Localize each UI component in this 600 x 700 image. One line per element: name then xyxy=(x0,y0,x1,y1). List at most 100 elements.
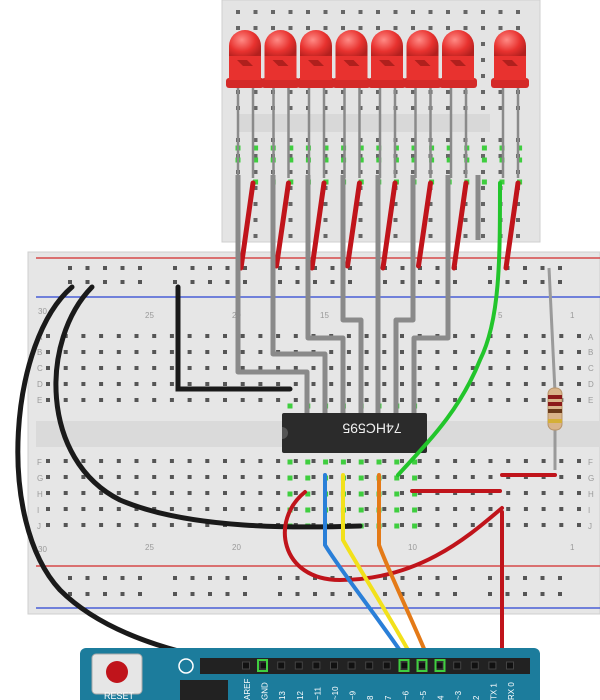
breadboard-hole xyxy=(240,398,245,402)
breadboard-hole xyxy=(329,475,334,479)
connected-hole xyxy=(412,523,418,529)
gray-wire-1 xyxy=(235,175,310,420)
led-board-hole xyxy=(323,106,328,110)
connected-hole xyxy=(340,459,346,465)
arduino-pin[interactable] xyxy=(453,661,462,670)
led-board-hole xyxy=(253,154,258,158)
breadboard-hole xyxy=(364,491,369,495)
breadboard-hole xyxy=(116,475,121,479)
led-board-hole xyxy=(481,58,485,62)
arduino-pin-label: GND xyxy=(261,682,270,700)
arduino-pin[interactable] xyxy=(365,661,374,670)
power-rail-hole xyxy=(103,266,107,270)
arduino-pin[interactable] xyxy=(488,661,497,670)
led-board-hole xyxy=(446,138,450,142)
breadboard-hole xyxy=(488,366,493,370)
connected-hole xyxy=(358,491,364,497)
power-rail-hole xyxy=(208,592,212,596)
breadboard-hole xyxy=(417,475,422,479)
connected-hole xyxy=(358,475,364,481)
connected-hole xyxy=(305,459,311,465)
gray-wire-4 xyxy=(340,175,364,420)
breadboard-hole xyxy=(470,350,475,354)
reset-button[interactable] xyxy=(106,661,128,683)
breadboard-hole xyxy=(152,350,157,354)
arduino-pin[interactable] xyxy=(470,661,479,670)
power-rail-hole xyxy=(190,266,195,270)
col-1-bottom: 1 xyxy=(570,543,575,552)
led-board-hole xyxy=(428,218,433,222)
arduino-pin[interactable] xyxy=(400,661,409,670)
led-board-hole xyxy=(463,234,468,238)
breadboard-hole xyxy=(116,507,121,511)
led-board-hole xyxy=(481,90,485,94)
breadboard-hole xyxy=(63,491,68,495)
breadboard-hole xyxy=(364,475,369,479)
power-rail-hole xyxy=(295,576,300,580)
breadboard-hole xyxy=(346,507,351,511)
breadboard-hole xyxy=(346,366,351,370)
breadboard-hole xyxy=(134,382,139,386)
breadboard-hole xyxy=(577,491,581,495)
power-rail-hole xyxy=(173,266,177,270)
led-board-hole xyxy=(358,218,363,222)
breadboard-hole xyxy=(81,350,86,354)
breadboard-hole xyxy=(99,459,104,463)
breadboard-hole xyxy=(559,366,564,370)
breadboard-hole xyxy=(205,382,210,386)
led-board-hole xyxy=(393,234,398,238)
breadboard-hole xyxy=(311,382,316,386)
led-board-hole xyxy=(481,26,485,30)
arduino-pin[interactable] xyxy=(347,661,356,670)
breadboard-hole xyxy=(470,507,475,511)
breadboard-hole xyxy=(81,459,86,463)
breadboard-hole xyxy=(81,334,86,338)
breadboard-hole xyxy=(46,398,50,402)
breadboard-hole xyxy=(506,350,511,354)
power-rail-hole xyxy=(278,576,282,580)
power-rail-hole xyxy=(173,592,177,596)
breadboard-hole xyxy=(382,334,387,338)
breadboard-hole xyxy=(382,366,387,370)
arduino-pin[interactable] xyxy=(506,661,514,670)
led-board-hole xyxy=(288,218,293,222)
power-rail-hole xyxy=(488,266,492,270)
connected-hole xyxy=(394,507,400,513)
breadboard-hole xyxy=(364,334,369,338)
arduino-pin[interactable] xyxy=(312,661,321,670)
power-rail-hole xyxy=(190,280,195,284)
breadboard-hole xyxy=(187,350,192,354)
breadboard-hole xyxy=(541,459,546,463)
breadboard-hole xyxy=(46,475,50,479)
power-rail-hole xyxy=(85,280,90,284)
breadboard-hole xyxy=(276,382,281,386)
led-red-wire xyxy=(274,180,291,269)
power-rail-hole xyxy=(540,576,545,580)
power-rail-hole xyxy=(418,592,422,596)
breadboard-hole xyxy=(400,398,404,402)
arduino-pin[interactable] xyxy=(330,661,338,670)
arduino-pin[interactable] xyxy=(277,661,286,670)
breadboard-hole xyxy=(577,334,581,338)
arduino-pin[interactable] xyxy=(435,661,444,670)
breadboard-hole xyxy=(470,334,475,338)
breadboard-hole xyxy=(435,382,440,386)
power-rail-hole xyxy=(120,576,125,580)
arduino-pin[interactable] xyxy=(242,661,250,670)
led-board-hole xyxy=(376,106,380,110)
breadboard-hole xyxy=(116,366,121,370)
breadboard-hole xyxy=(169,382,174,386)
connected-hole xyxy=(412,491,418,497)
breadboard-hole xyxy=(559,475,564,479)
arduino-pin[interactable] xyxy=(418,661,426,670)
breadboard-hole xyxy=(46,507,50,511)
breadboard-hole xyxy=(364,350,369,354)
arduino-pin[interactable] xyxy=(382,661,391,670)
power-rail-hole xyxy=(523,266,527,270)
connected-hole xyxy=(411,157,417,163)
led-board-hole xyxy=(341,138,345,142)
breadboard-hole xyxy=(435,398,440,402)
power-rail-hole xyxy=(103,280,107,284)
breadboard-hole xyxy=(577,507,581,511)
arduino-pin[interactable] xyxy=(294,661,303,670)
